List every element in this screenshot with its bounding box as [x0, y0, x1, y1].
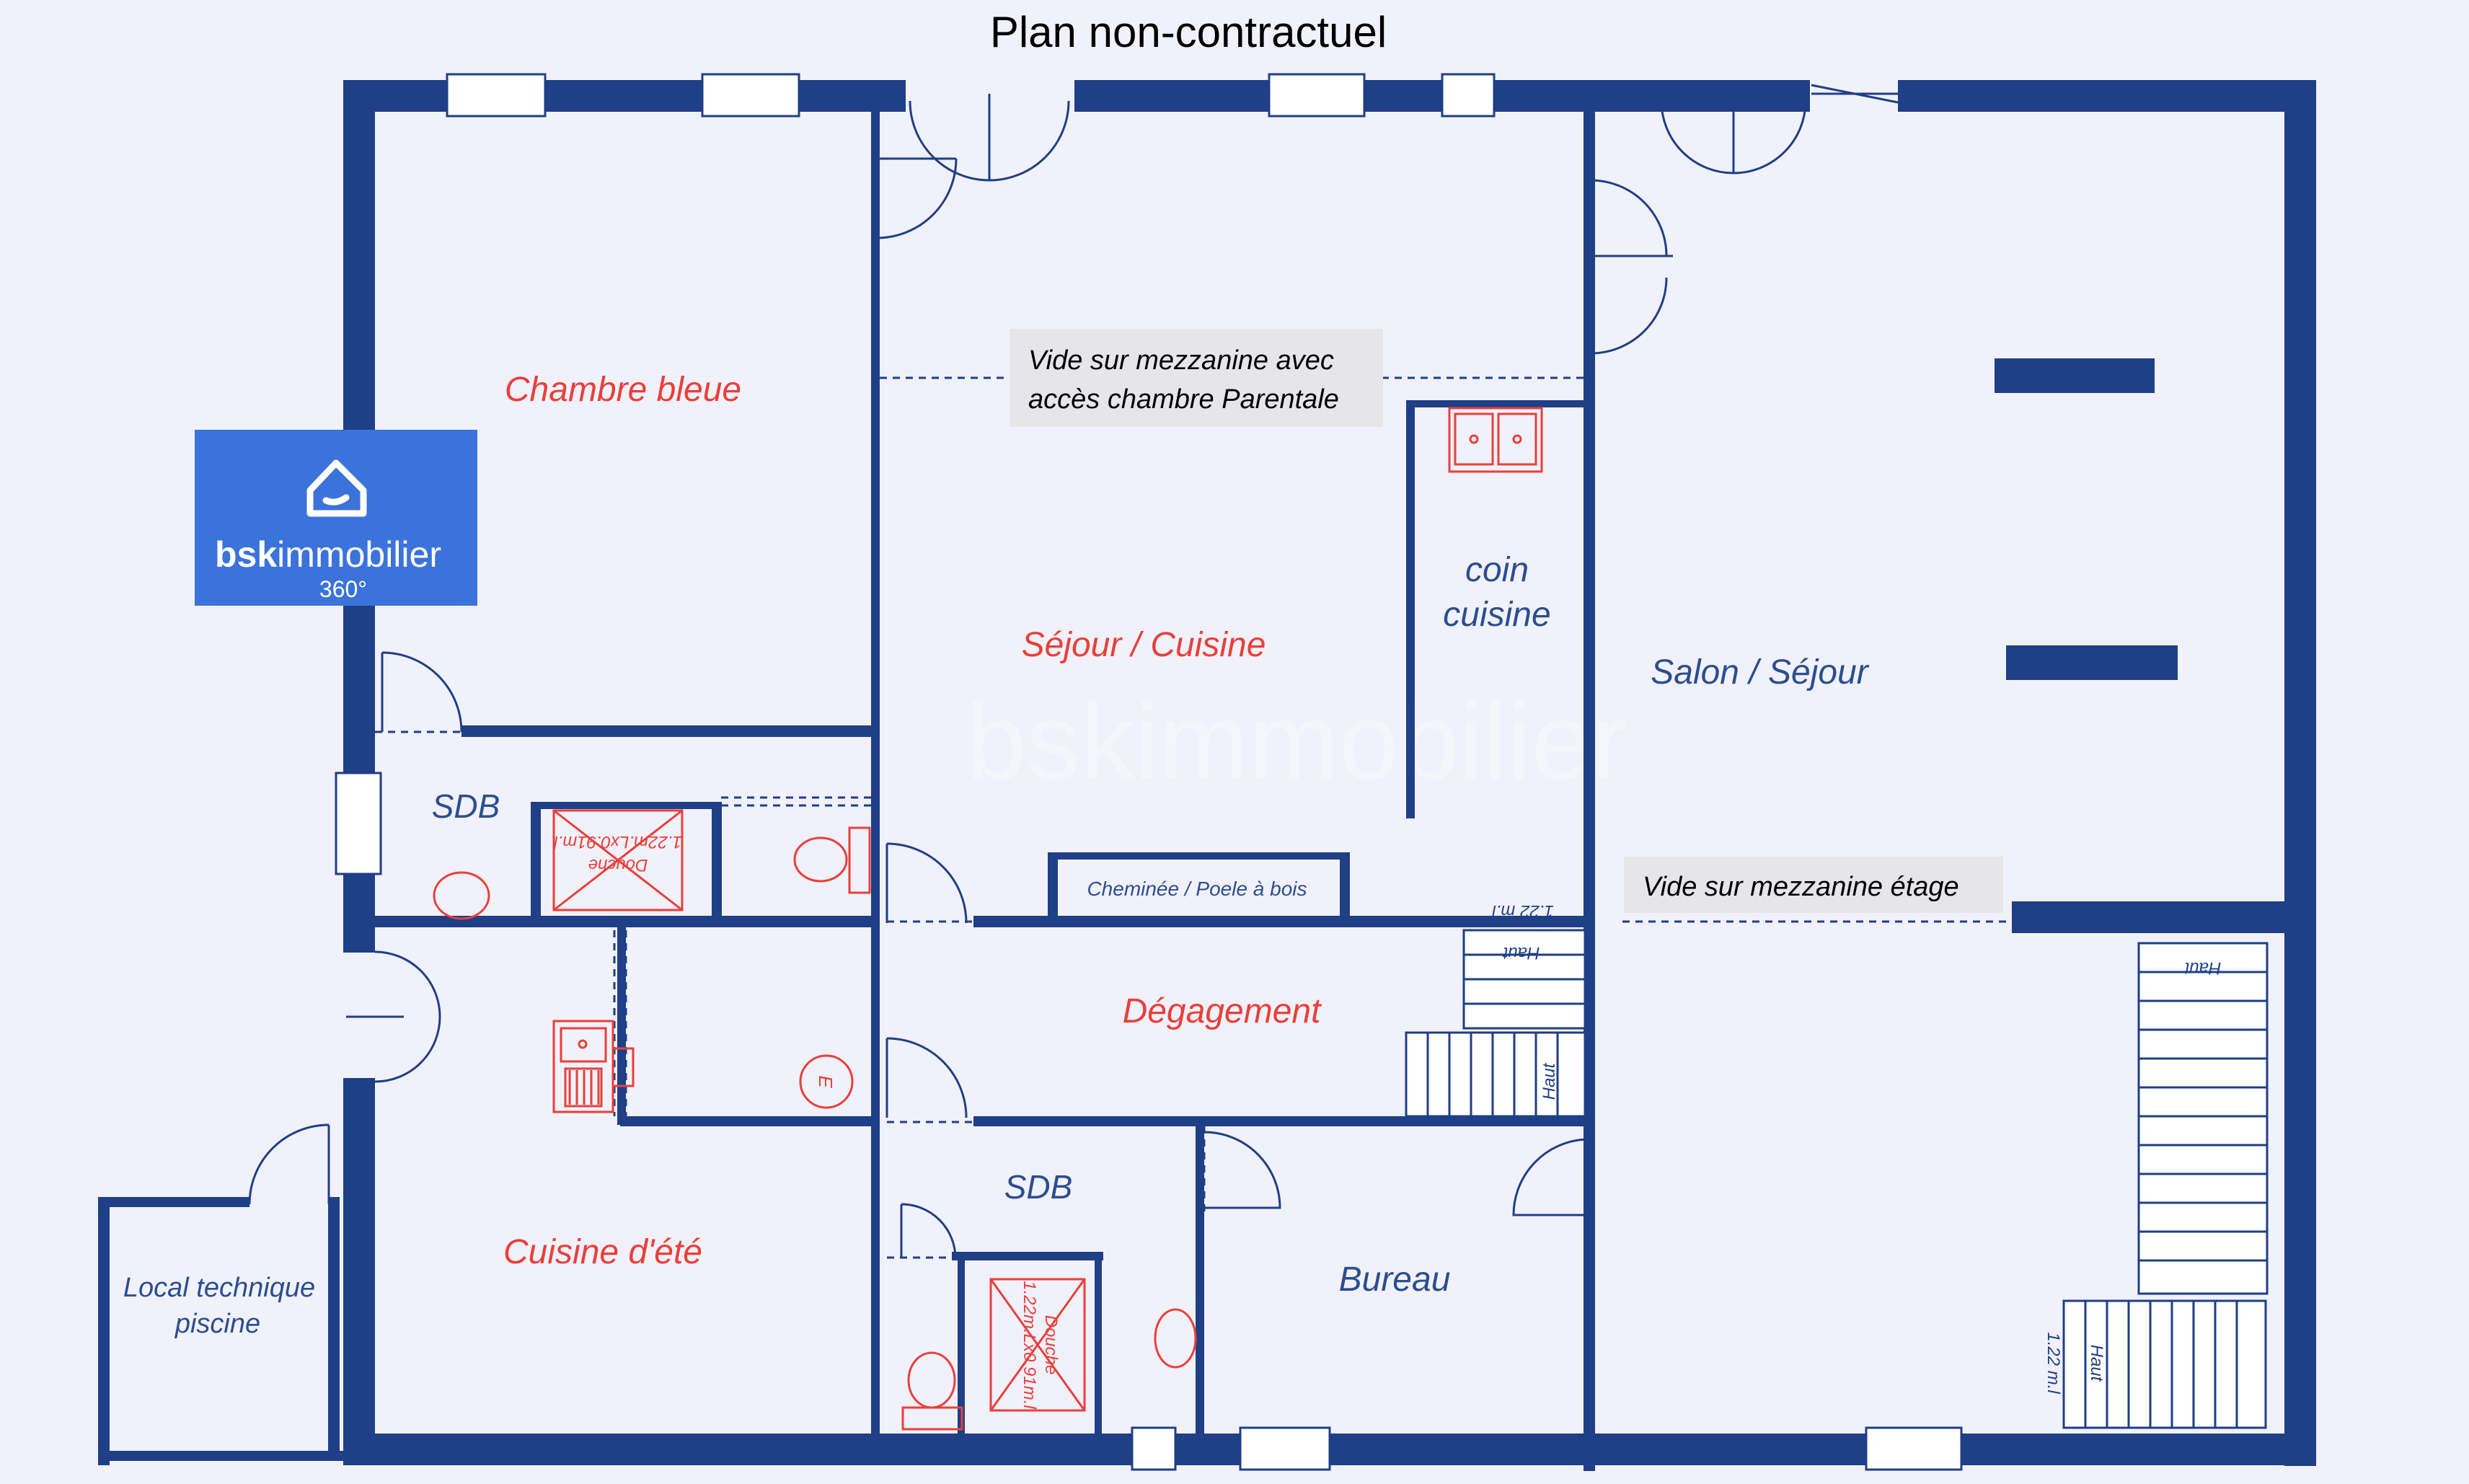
- douche-label-bottom: Douche: [1041, 1315, 1061, 1375]
- logo-360: 360°: [319, 576, 367, 602]
- watermark: bskimmobilier: [966, 681, 1627, 802]
- room-coin-cuisine-1: coin: [1465, 551, 1529, 589]
- note-mezzanine-floor-text: Vide sur mezzanine étage: [1643, 872, 1959, 902]
- oven-label: E: [815, 1075, 836, 1088]
- note-mezzanine-line2: accès chambre Parentale: [1028, 384, 1339, 415]
- shower-top: [552, 809, 684, 911]
- room-cuisine-ete: Cuisine d'été: [503, 1233, 702, 1271]
- windows: [335, 73, 1963, 1471]
- haut-label-1: Haut: [1502, 943, 1540, 963]
- room-labels: Chambre bleue Séjour / Cuisine coin cuis…: [123, 371, 1870, 1339]
- haut-label-3: Haut: [2183, 958, 2221, 978]
- note-mezzanine-line1: Vide sur mezzanine avec: [1028, 345, 1334, 376]
- plan-title: Plan non-contractuel: [990, 8, 1387, 56]
- fixtures: [433, 407, 1543, 1431]
- room-local-technique-1: Local technique: [123, 1273, 315, 1303]
- room-bureau: Bureau: [1339, 1260, 1451, 1299]
- note-mezzanine: Vide sur mezzanine avec accès chambre Pa…: [1010, 329, 1383, 427]
- height-label-2: 1.22 m.l: [2044, 1332, 2063, 1394]
- height-label-1: 1.22 m.l: [1492, 901, 1554, 921]
- fixture-labels: Douche 1.22m.Lx0.91m.l Douche 1.22m.Lx0.…: [554, 832, 1061, 1409]
- room-coin-cuisine-2: cuisine: [1443, 596, 1550, 634]
- logo-light: immobilier: [277, 534, 441, 575]
- watermark-text: bskimmobilier: [966, 681, 1627, 802]
- brand-logo: bskimmobilier 360°: [195, 430, 477, 606]
- sink-sdb-bottom: [1154, 1308, 1197, 1369]
- room-sejour-cuisine: Séjour / Cuisine: [1022, 626, 1266, 664]
- room-chambre-bleue: Chambre bleue: [505, 371, 741, 409]
- house-icon: [306, 459, 367, 517]
- haut-label-2: Haut: [1540, 1062, 1559, 1100]
- dashed-lines: [375, 115, 2012, 1269]
- kitchen-sink: [1448, 407, 1543, 473]
- douche-dim-top: 1.22m.Lx0.91m.l: [554, 832, 682, 852]
- room-sdb-top: SDB: [432, 787, 500, 825]
- water-heater: [799, 1054, 854, 1109]
- toilet-sdb-top: [793, 836, 848, 883]
- douche-dim-bottom: 1.22m.Lx0.91m.l: [1020, 1281, 1039, 1409]
- douche-label-top: Douche: [588, 855, 648, 875]
- shower-bottom: [989, 1278, 1086, 1412]
- room-degagement: Dégagement: [1123, 992, 1322, 1030]
- doors: [248, 84, 1899, 1259]
- room-local-technique-2: piscine: [175, 1309, 260, 1339]
- sink-sdb-top: [433, 871, 490, 920]
- room-sdb-bottom: SDB: [1004, 1168, 1073, 1206]
- cheminee-label: Cheminée / Poele à bois: [1087, 878, 1307, 900]
- haut-label-4: Haut: [2087, 1345, 2106, 1382]
- toilet-sdb-bottom: [907, 1351, 956, 1409]
- stair-labels: Haut Haut Haut Haut 1.22 m.l 1.22 m.l: [1492, 901, 2222, 1394]
- logo-text: bskimmobilier: [215, 534, 441, 575]
- note-mezzanine-floor: Vide sur mezzanine étage: [1624, 857, 2003, 913]
- stairs: [1405, 929, 2269, 1429]
- logo-bold: bsk: [215, 534, 277, 575]
- room-salon-sejour: Salon / Séjour: [1651, 653, 1870, 692]
